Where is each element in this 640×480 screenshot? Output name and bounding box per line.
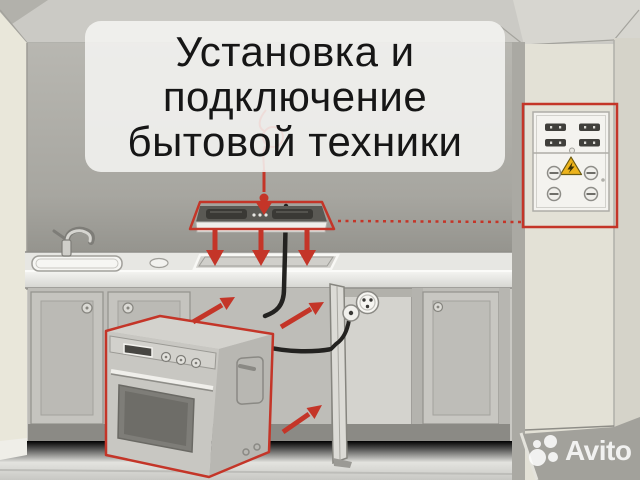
oven bbox=[104, 314, 275, 479]
panel-screw-small bbox=[569, 147, 575, 154]
oven-knob bbox=[190, 357, 202, 369]
faucet bbox=[52, 226, 95, 257]
power-outlet bbox=[355, 290, 380, 315]
left-wall-face bbox=[0, 12, 27, 460]
burner bbox=[272, 209, 313, 219]
arrow-slide-in bbox=[281, 405, 322, 435]
fuse-screw bbox=[546, 165, 562, 181]
power-cable-plug-cord bbox=[329, 318, 351, 351]
ceiling-right-shade bbox=[513, 0, 640, 45]
arrow-slide-in bbox=[279, 302, 324, 330]
open-cabinet-door bbox=[329, 283, 352, 468]
cooktop bbox=[188, 200, 336, 233]
burner bbox=[206, 209, 247, 219]
floor-left-corner bbox=[0, 438, 27, 460]
arrow-dot bbox=[259, 193, 269, 203]
breaker-slot bbox=[545, 139, 566, 147]
fuse-screw bbox=[583, 186, 599, 202]
oven-display bbox=[123, 343, 153, 358]
dotted-connection-line bbox=[337, 219, 522, 224]
door-knob-center bbox=[436, 305, 440, 309]
faucet-spout bbox=[65, 229, 92, 243]
panel-inner-frame bbox=[536, 115, 606, 208]
cabinet-door bbox=[422, 291, 500, 425]
oven-handle bbox=[110, 369, 214, 390]
oven-window-glass bbox=[124, 391, 188, 446]
ceiling-corner-line-left bbox=[0, 9, 28, 44]
fuse-screw bbox=[546, 186, 562, 202]
oven-side-vent bbox=[236, 356, 264, 405]
floor-far-line bbox=[0, 469, 513, 475]
arrow-down bbox=[252, 228, 270, 266]
arrow-down-head bbox=[255, 201, 273, 215]
arrow-down bbox=[298, 228, 316, 266]
power-cable-cooktop bbox=[262, 203, 289, 319]
warning-triangle-icon bbox=[559, 156, 583, 176]
oven-foot-screw bbox=[253, 443, 261, 451]
breaker-slot bbox=[579, 139, 600, 147]
oven-side-slot bbox=[238, 364, 256, 371]
avito-logo-icon bbox=[529, 434, 561, 468]
fuse-screw bbox=[583, 165, 599, 181]
door-knob-center bbox=[85, 306, 89, 310]
install-arrows bbox=[191, 109, 324, 435]
floor-right bbox=[521, 417, 640, 480]
breaker-slot bbox=[579, 123, 600, 131]
oven-knob bbox=[160, 351, 172, 363]
panel-highlight-box bbox=[521, 102, 619, 229]
avito-watermark: Avito bbox=[529, 433, 632, 469]
cooktop-control-dot bbox=[258, 213, 262, 217]
oven-highlight-outline bbox=[104, 314, 275, 479]
cabinet-end-panel bbox=[499, 288, 510, 428]
door-knob-center bbox=[126, 306, 130, 310]
left-wall bbox=[0, 12, 28, 460]
ceiling-corner-line-right bbox=[613, 9, 640, 41]
faucet-handle bbox=[52, 229, 66, 240]
ceiling-corner-line-column bbox=[499, 25, 525, 46]
arrow-down bbox=[206, 228, 224, 266]
panel-dot bbox=[601, 178, 605, 182]
electrical-panel bbox=[521, 102, 619, 229]
sink-drain-oval bbox=[149, 257, 169, 269]
title-card: Установка и подключение бытовой техники bbox=[85, 21, 505, 172]
cooktop-control-dot bbox=[252, 213, 256, 217]
title-line-2: подключение bbox=[162, 73, 428, 120]
cooktop-cutout-rim bbox=[198, 256, 334, 267]
oven-knob bbox=[175, 354, 187, 366]
power-plug bbox=[342, 304, 360, 322]
cooktop-control-dot bbox=[264, 213, 268, 217]
oven-right-face bbox=[209, 334, 273, 477]
title-line-3: бытовой техники bbox=[127, 118, 463, 165]
oven-foot-screw bbox=[242, 448, 250, 456]
open-door-inner-line bbox=[336, 285, 341, 461]
oven-top-face bbox=[106, 316, 273, 349]
column-floor-line bbox=[524, 425, 615, 431]
sink-inner-rim bbox=[35, 258, 119, 269]
column-front-face bbox=[525, 44, 614, 480]
open-door-shadow bbox=[333, 458, 352, 468]
cabinet-frame-stile bbox=[412, 288, 423, 428]
arrow-slide-in bbox=[191, 297, 235, 325]
oven-control-panel bbox=[109, 335, 217, 370]
counter-front-edge bbox=[25, 271, 512, 288]
avito-wordmark: Avito bbox=[565, 435, 632, 466]
faucet-body bbox=[61, 239, 72, 257]
sink bbox=[31, 255, 169, 272]
column-right-face bbox=[614, 38, 640, 480]
sink-basin bbox=[31, 255, 123, 272]
cabinet-door bbox=[30, 291, 104, 425]
title-line-1: Установка и bbox=[175, 28, 415, 75]
oven-handle-line bbox=[110, 373, 214, 392]
breaker-slot bbox=[545, 123, 566, 131]
cooktop-highlight-outline bbox=[188, 200, 336, 231]
